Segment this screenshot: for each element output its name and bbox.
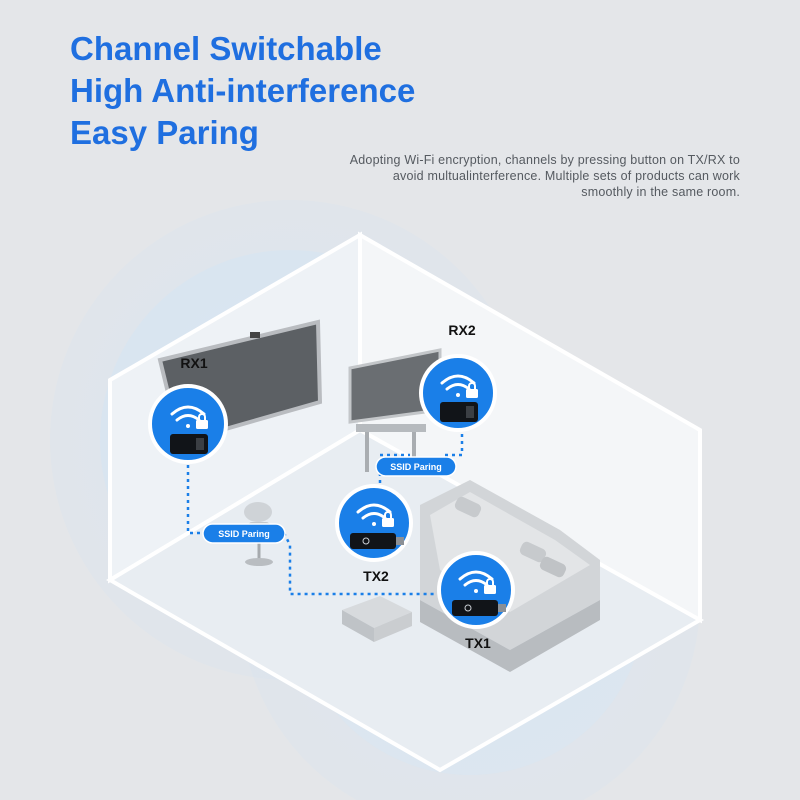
headline: Channel Switchable High Anti-interferenc…	[70, 28, 415, 154]
rx1-label: RX1	[180, 355, 207, 371]
description-text: Adopting Wi-Fi encryption, channels by p…	[349, 153, 740, 199]
ssid-pairing-label-right: SSID Paring	[390, 462, 442, 472]
tx2-badge	[335, 484, 413, 562]
headline-line-2: High Anti-interference	[70, 72, 416, 109]
rx1-badge	[148, 384, 228, 464]
rx2-badge	[419, 354, 497, 432]
tx1-label: TX1	[465, 635, 491, 651]
wifi-lock-icon	[458, 570, 496, 594]
display-stand	[348, 348, 442, 472]
hdmi-receiver-icon	[440, 402, 478, 422]
wifi-lock-icon	[170, 405, 208, 429]
ssid-pairing-pill-right: SSID Paring	[375, 456, 457, 477]
wifi-lock-icon	[440, 374, 478, 398]
tx2-label: TX2	[363, 568, 389, 584]
rx2-label: RX2	[448, 322, 475, 338]
headline-line-3: Easy Paring	[70, 114, 259, 151]
usb-transmitter-icon	[350, 533, 404, 549]
headline-line-1: Channel Switchable	[70, 30, 382, 67]
coffee-table	[342, 596, 412, 642]
wifi-lock-icon	[356, 503, 394, 527]
tx1-badge	[437, 551, 515, 629]
hdmi-receiver-icon	[170, 434, 208, 454]
ssid-pairing-label-left: SSID Paring	[218, 529, 270, 539]
usb-transmitter-icon	[452, 600, 506, 616]
ssid-pairing-pill-left: SSID Paring	[202, 523, 286, 544]
